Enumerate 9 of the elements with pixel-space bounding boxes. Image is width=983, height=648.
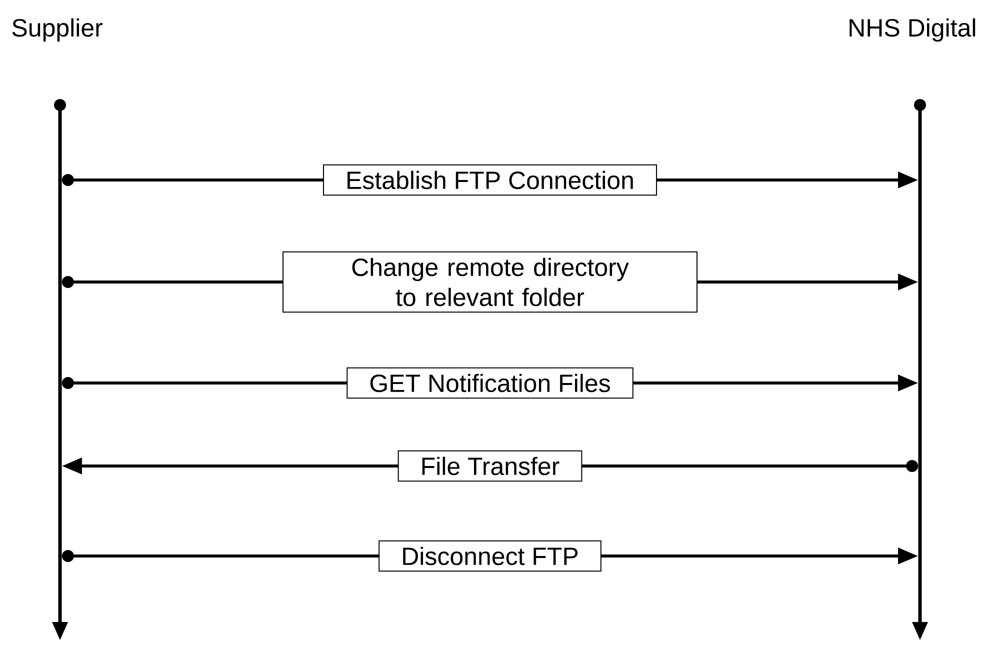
lifeline-heading: Supplier xyxy=(12,18,102,42)
lifeline xyxy=(912,99,928,640)
lifeline xyxy=(52,99,68,640)
edge-label: Disconnect FTP xyxy=(378,540,602,572)
edge-label: File Transfer xyxy=(398,450,582,482)
edge-label: Establish FTP Connection xyxy=(323,164,658,196)
edge-label: Change remote directory to relevant folder xyxy=(282,251,698,313)
edge-label: GET Notification Files xyxy=(346,367,634,399)
lifeline-heading: NHS Digital xyxy=(850,18,976,42)
